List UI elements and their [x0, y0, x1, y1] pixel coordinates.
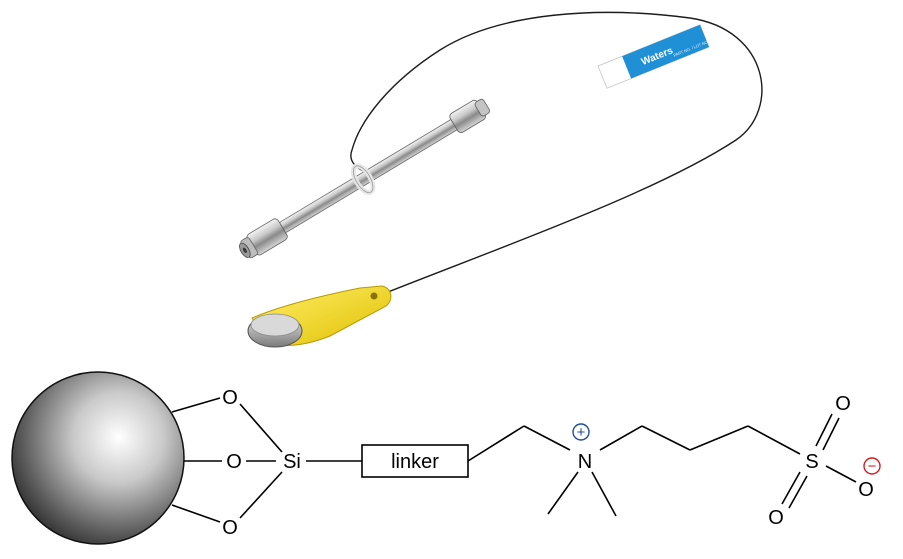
- atom-s: S: [805, 451, 818, 473]
- zwitterion-structure: linker O O O Si N S O O O + −: [11, 371, 881, 545]
- negative-charge: −: [863, 457, 881, 475]
- tether-wire: [350, 11, 763, 293]
- atom-o-mid: O: [226, 451, 242, 473]
- atom-n: N: [578, 451, 592, 473]
- column-tube: [239, 98, 490, 259]
- atom-o-sulfonate: O: [858, 479, 874, 501]
- linker-box: [361, 444, 469, 478]
- identification-tag: [247, 285, 392, 348]
- atom-o-bottom: O: [222, 517, 238, 539]
- negative-charge-symbol: −: [868, 458, 877, 475]
- hplc-column-illustration: Waters PART NO. / LOT NO.: [239, 11, 763, 348]
- positive-charge-symbol: +: [577, 424, 586, 441]
- linker-label: linker: [391, 451, 439, 473]
- atom-o-sulfonyl-bottom: O: [768, 507, 784, 529]
- positive-charge: +: [572, 423, 590, 441]
- atom-o-sulfonyl-top: O: [835, 393, 851, 415]
- column-label: Waters PART NO. / LOT NO.: [597, 24, 710, 89]
- atom-si: Si: [283, 451, 301, 473]
- silica-particle: [11, 371, 185, 545]
- bonds: [171, 397, 857, 523]
- atom-o-top: O: [222, 387, 238, 409]
